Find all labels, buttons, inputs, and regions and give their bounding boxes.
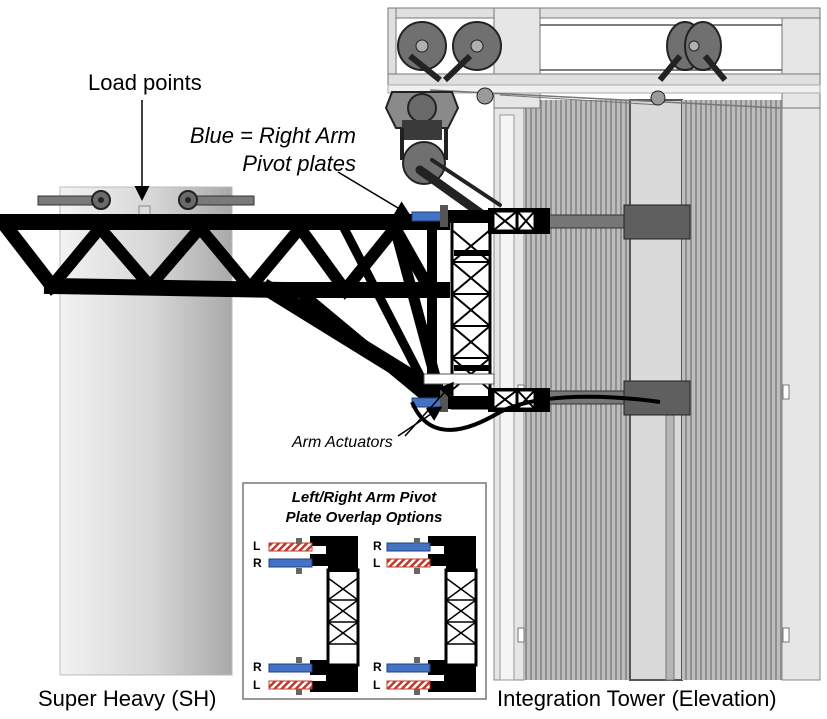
right-plate-a-bottom — [268, 663, 313, 673]
right-plate-b-bottom — [386, 663, 431, 673]
option-a-bottom-label-1: R — [253, 660, 262, 674]
option-b-bottom-label-2: L — [373, 678, 381, 692]
option-a-diagram — [268, 536, 360, 695]
pivot-plates-legend: Blue = Right Arm Pivot plates — [150, 122, 356, 178]
option-a-top-label-1: L — [253, 539, 261, 553]
right-arm-pivot-plate-lower — [411, 397, 445, 408]
load-points-label: Load points — [88, 70, 202, 95]
option-b-top-label-2: L — [373, 556, 381, 570]
super-heavy-caption: Super Heavy (SH) — [38, 686, 217, 711]
hanging-cable — [665, 411, 675, 681]
right-plate-a-top — [268, 558, 313, 568]
integration-tower-caption: Integration Tower (Elevation) — [497, 686, 777, 711]
arm-actuators-label: Arm Actuators — [292, 434, 393, 451]
actuators-arrow-2 — [404, 381, 455, 437]
actuators-arrow-1 — [397, 406, 443, 437]
inset-title-line2: Plate Overlap Options — [285, 509, 443, 526]
overlap-options-inset — [242, 482, 487, 700]
inset-title: Left/Right Arm Pivot Plate Overlap Optio… — [246, 488, 482, 528]
pivot-plates-arrow — [337, 171, 411, 216]
actuator-hose — [410, 394, 661, 432]
pivot-plates-legend-line2: Pivot plates — [242, 151, 356, 176]
option-a-top-label-2: R — [253, 556, 262, 570]
inset-title-line1: Left/Right Arm Pivot — [291, 489, 437, 506]
left-plate-b-bottom — [386, 680, 431, 690]
pulley-carriage — [384, 7, 821, 225]
arm-actuator-rod — [423, 373, 495, 385]
lower-sheave — [402, 141, 446, 185]
left-plate-b-top — [386, 558, 431, 568]
super-heavy-booster — [37, 186, 255, 676]
booster-body — [59, 186, 233, 676]
tower-ribbed-panel-right — [682, 100, 782, 680]
pivot-plates-legend-line1: Blue = Right Arm — [189, 123, 356, 148]
pulley-sheave-4 — [684, 21, 722, 71]
left-plate-a-bottom — [268, 680, 313, 690]
left-plate-a-top — [268, 542, 313, 552]
right-arm-pivot-plate-upper — [411, 211, 445, 222]
upper-tower-clamp — [623, 204, 691, 240]
option-b-bottom-label-1: R — [373, 660, 382, 674]
option-b-diagram — [386, 536, 478, 695]
upper-pivot — [411, 204, 691, 240]
option-a-bottom-label-2: L — [253, 678, 261, 692]
grid-fin-right — [191, 195, 255, 206]
grid-fin-left — [37, 195, 101, 206]
option-b-top-label-1: R — [373, 539, 382, 553]
chopstick-arm-truss — [0, 214, 452, 410]
lower-pivot — [410, 373, 691, 432]
right-plate-b-top — [386, 542, 431, 552]
